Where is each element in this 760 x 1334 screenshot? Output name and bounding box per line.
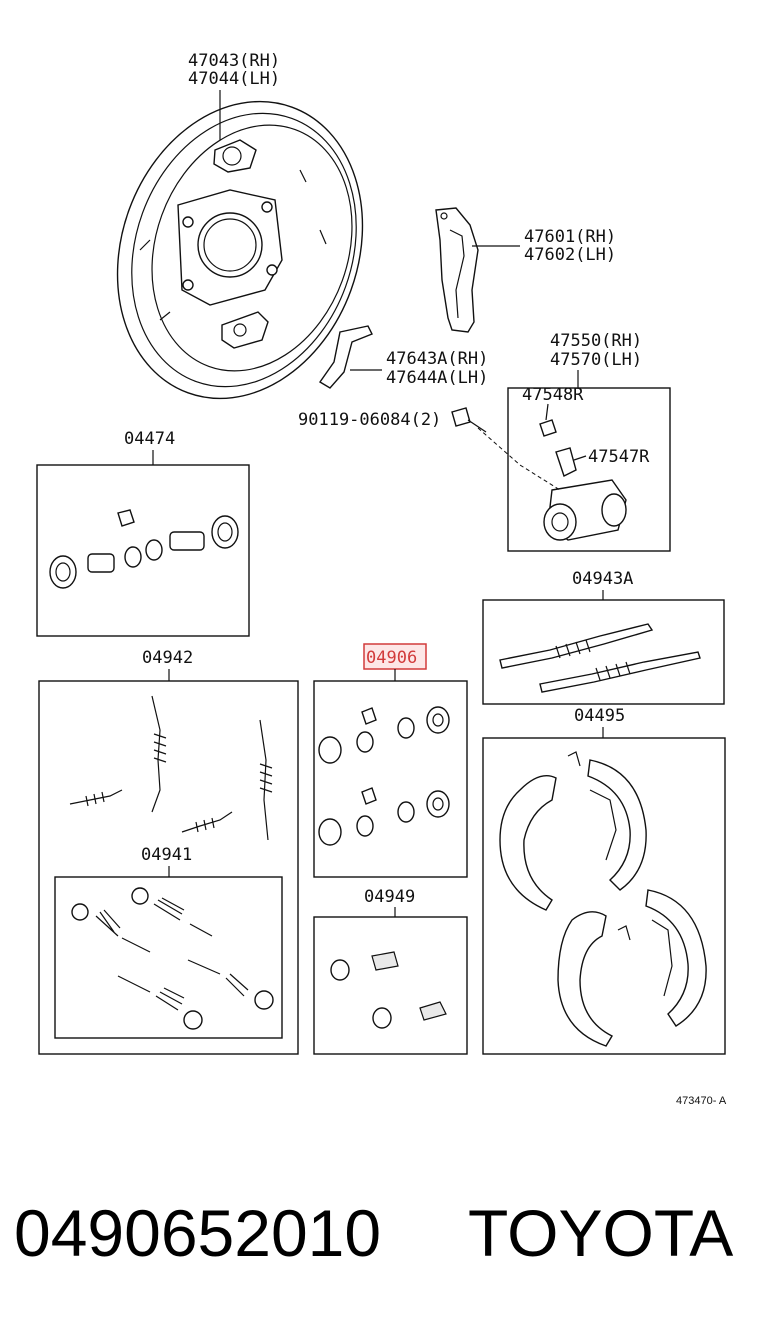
brand-name: TOYOTA: [468, 1196, 733, 1270]
kit-box-04949: [313, 916, 468, 1055]
wheel-cylinder-box: [507, 387, 671, 552]
label-47547r: 47547R: [588, 447, 650, 467]
kit-box-04943a: [482, 599, 725, 705]
cylinder-kit-parts: [49, 509, 239, 589]
hold-down-kit-parts: [71, 887, 274, 1030]
label-47570: 47570(LH): [550, 350, 642, 370]
kit-box-04941: [54, 876, 283, 1039]
figure-code: 473470- A: [676, 1095, 727, 1107]
label-47643a: 47643A(RH): [386, 349, 488, 369]
kit-box-04942: [38, 680, 299, 1055]
adjuster-kit-parts: [499, 623, 701, 693]
label-04941: 04941: [141, 845, 192, 865]
label-04943a: 04943A: [572, 569, 633, 589]
repair-kit-parts: [318, 706, 450, 846]
spring-kit-parts: [69, 695, 273, 841]
parking-lever-illustration: [435, 207, 479, 333]
highlight-04906[interactable]: [363, 643, 427, 670]
strut-illustration: [318, 325, 373, 389]
label-47550: 47550(RH): [550, 331, 642, 351]
label-47044: 47044(LH): [188, 69, 280, 89]
kit-box-04474: [36, 464, 250, 637]
label-04949: 04949: [364, 887, 415, 907]
backing-plate-illustration: [116, 100, 364, 400]
kit-box-04906: [313, 680, 468, 878]
label-47602: 47602(LH): [524, 245, 616, 265]
brake-shoe-parts: [499, 751, 707, 1047]
label-04474: 04474: [124, 429, 175, 449]
kit-box-04495: [482, 737, 726, 1055]
leader-cap: [545, 403, 549, 421]
label-04495: 04495: [574, 706, 625, 726]
label-47644a: 47644A(LH): [386, 368, 488, 388]
label-bolt: 90119-06084(2): [298, 410, 441, 430]
bolt-illustration: [451, 407, 487, 433]
leader-bleeder: [573, 455, 587, 461]
label-47548r: 47548R: [522, 385, 584, 405]
label-04906[interactable]: 04906: [366, 648, 417, 668]
boot-kit-parts: [330, 951, 447, 1029]
part-number: 0490652010: [14, 1196, 381, 1270]
label-04942: 04942: [142, 648, 193, 668]
wheel-cylinder-illustration: [477, 419, 627, 541]
label-47601: 47601(RH): [524, 227, 616, 247]
label-47043: 47043(RH): [188, 51, 280, 71]
